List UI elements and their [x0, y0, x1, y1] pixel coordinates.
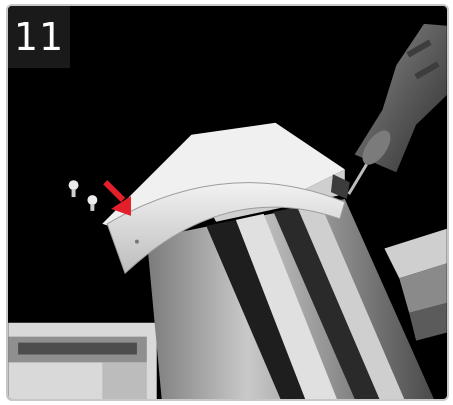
column: [147, 199, 434, 399]
instruction-panel: 11: [6, 4, 449, 401]
screw-icon: [69, 180, 98, 211]
step-number-badge: 11: [8, 6, 70, 68]
drill-icon: [349, 24, 447, 194]
red-arrow-icon: [105, 182, 131, 216]
assembly-illustration: [8, 6, 447, 399]
